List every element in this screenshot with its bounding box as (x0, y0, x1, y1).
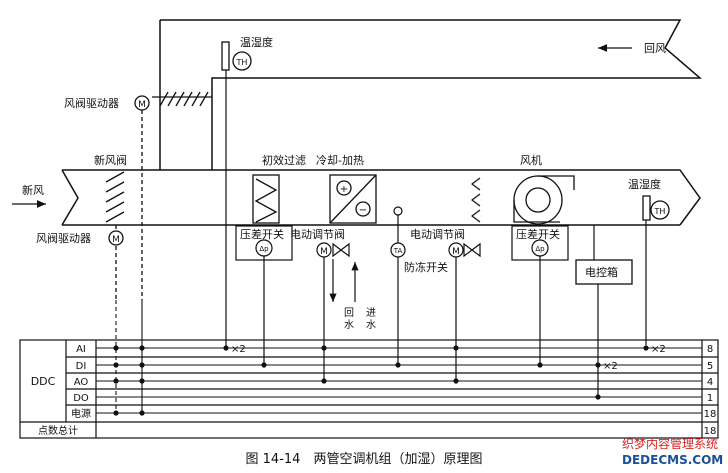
svg-text:M: M (138, 100, 146, 110)
return-water-label: 回 水 (344, 307, 354, 331)
x2-label-b: ×2 (603, 361, 618, 372)
temp-humidity-right-label: 温湿度 (628, 177, 661, 191)
row-label-ai: AI (76, 344, 86, 355)
primary-filter-label: 初效过滤 (262, 153, 306, 167)
th-icon-top (232, 51, 252, 71)
figure-caption: 图 14-14 两管空调机组（加湿）原理图 (246, 452, 483, 467)
main-duct-top (62, 169, 701, 226)
svg-text:M: M (320, 247, 328, 257)
cooling-heating-coil (329, 174, 377, 224)
row-label-di: DI (76, 361, 87, 372)
electric-valve-2-label: 电动调节阀 (410, 227, 465, 241)
temp-humidity-sensor-top (221, 41, 230, 71)
total-label: 点数总计 (38, 424, 78, 437)
svg-text:TH: TH (236, 58, 248, 67)
damper-actuator-bottom-icon (108, 230, 124, 246)
return-air-label: 回风 (644, 42, 666, 55)
damper-hatch-top (159, 91, 209, 107)
row-label-do: DO (73, 393, 89, 404)
anti-freeze-chevrons (471, 177, 481, 223)
fan (513, 175, 575, 225)
antifreeze-switch-label: 防冻开关 (404, 260, 448, 274)
damper-hatch-fresh (105, 171, 125, 223)
th-icon-right (650, 200, 670, 220)
control-box (575, 259, 633, 285)
damper-actuator-bottom-label: 风阀驱动器 (36, 231, 91, 245)
svg-text:M: M (452, 247, 460, 257)
watermark-line1: 织梦内容管理系统 (622, 436, 718, 451)
row-count-power: 18 (704, 409, 717, 420)
ddc-label: DDC (31, 375, 56, 388)
svg-text:TA: TA (393, 247, 403, 255)
row-count-ai: 8 (707, 344, 713, 355)
total-count: 18 (704, 426, 717, 437)
supply-water-label: 进 水 (366, 307, 376, 331)
valve-1 (332, 242, 350, 258)
svg-text:Δp: Δp (535, 245, 545, 253)
svg-text:Δp: Δp (259, 245, 269, 253)
x2-label-a: ×2 (231, 344, 246, 355)
fan-label: 风机 (520, 153, 542, 167)
temp-humidity-sensor-right (642, 195, 651, 221)
damper-actuator-top-label: 风阀驱动器 (64, 96, 119, 110)
svg-text:M: M (112, 235, 120, 245)
dp-switch-1-label: 压差开关 (240, 227, 284, 241)
svg-text:+: + (340, 184, 348, 195)
svg-text:TH: TH (654, 207, 666, 216)
row-count-ao: 4 (707, 377, 713, 388)
temp-humidity-top-label: 温湿度 (240, 35, 273, 49)
watermark-line2: DEDECMS.COM (622, 453, 723, 467)
return-duct (160, 19, 703, 170)
row-count-do: 1 (707, 393, 713, 404)
control-box-label: 电控箱 (585, 265, 618, 279)
electric-valve-1-label: 电动调节阀 (290, 227, 345, 241)
row-label-ao: AO (74, 377, 89, 388)
x2-label-c: ×2 (651, 344, 666, 355)
row-count-di: 5 (707, 361, 713, 372)
fresh-air-inlet (61, 169, 79, 226)
fresh-air-damper-label: 新风阀 (94, 153, 127, 167)
ddc-points-table (19, 339, 719, 439)
svg-text:进: 进 (366, 307, 376, 319)
row-label-power: 电源 (71, 407, 91, 420)
svg-text:−: − (359, 205, 367, 216)
dp-switch-2-label: 压差开关 (516, 227, 560, 241)
svg-text:水: 水 (366, 319, 376, 331)
cooling-heating-label: 冷却-加热 (316, 154, 364, 167)
primary-filter (252, 174, 280, 224)
fresh-air-label: 新风 (22, 183, 44, 197)
damper-actuator-top-icon (134, 95, 150, 111)
valve-2 (463, 242, 481, 258)
svg-text:水: 水 (344, 319, 354, 331)
svg-text:回: 回 (344, 307, 354, 319)
